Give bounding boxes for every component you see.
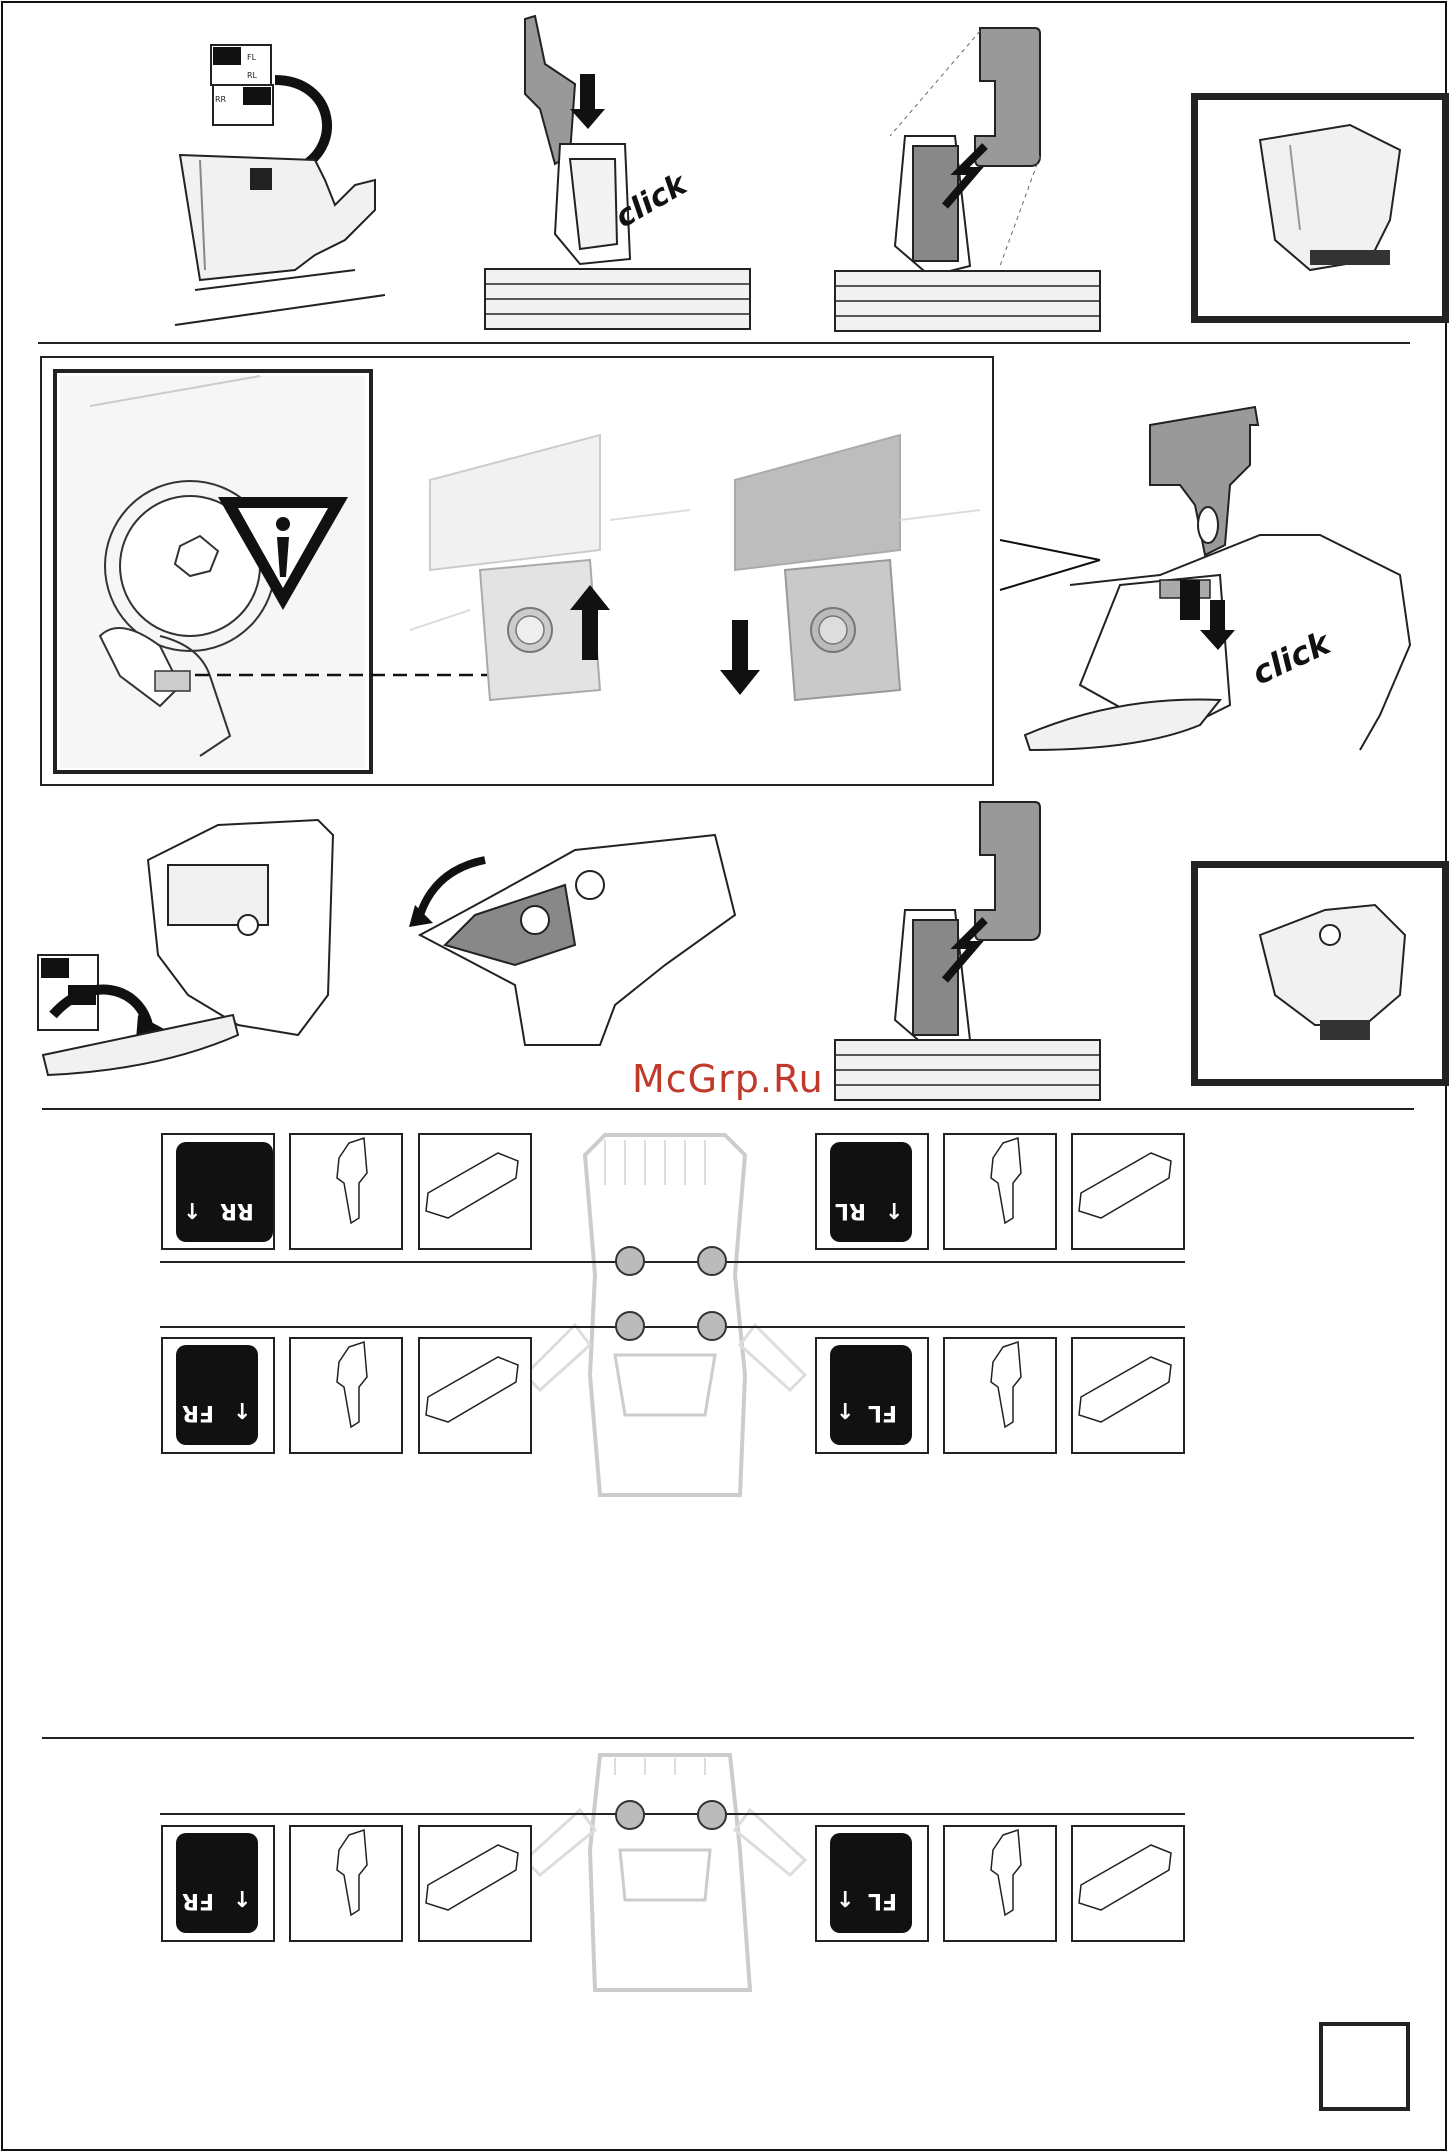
pad-mini-icon	[1079, 1357, 1171, 1422]
clip-mini-icon	[337, 1138, 367, 1223]
clip-mini-icon	[337, 1830, 367, 1915]
clip-mini-icon	[991, 1138, 1021, 1223]
pad-mini-icon	[426, 1357, 518, 1422]
clip-mini-icon	[991, 1342, 1021, 1427]
pad-mini-icon	[426, 1153, 518, 1218]
pad-mini-icon	[426, 1845, 518, 1910]
pad-mini-icon	[1079, 1153, 1171, 1218]
clip-mini-icon	[337, 1342, 367, 1427]
pad-mini-icon	[1079, 1845, 1171, 1910]
clip-mini-icon	[991, 1830, 1021, 1915]
